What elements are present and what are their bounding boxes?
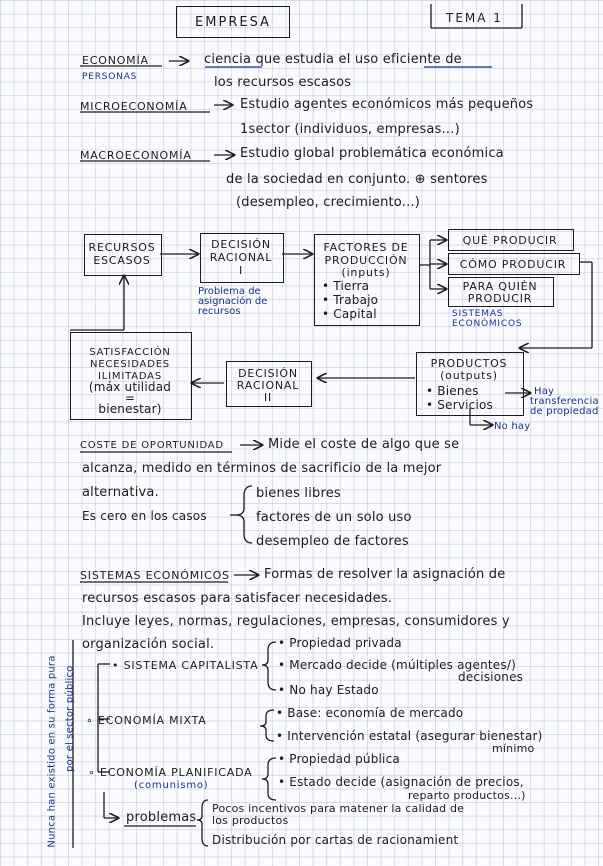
planificada-item-2: • Estado decide (asignación de precios,: [278, 775, 524, 789]
planificada-item-1: • Propiedad pública: [278, 752, 400, 766]
diagram-lines: [70, 4, 593, 848]
decision2-line-1: DECISIÓN: [238, 367, 298, 380]
productos-item-1: • Bienes: [426, 384, 479, 398]
recursos-line-1: RECURSOS: [88, 241, 156, 254]
factores-item-2: • Trabajo: [322, 293, 379, 307]
mixta-label: ∘ ECONOMÍA MIXTA: [86, 714, 207, 727]
productos-line-2: (outputs): [440, 369, 498, 382]
que-label: QUÉ PRODUCIR: [462, 234, 558, 247]
side-note-2: por el sector público: [64, 665, 76, 772]
planificada-item-2b: reparto productos...): [408, 789, 526, 802]
decision2-line-3: II: [263, 391, 273, 404]
satisfaccion-line-3: ILIMITADAS: [98, 371, 162, 382]
decision1-note-2: asignación de: [198, 296, 268, 307]
coste-case-1: bienes libres: [256, 486, 341, 501]
decision2-box: [226, 361, 312, 407]
micro-term: MICROECONOMÍA: [80, 100, 188, 113]
macro-def-1: Estudio global problemática económica: [240, 146, 504, 161]
factores-line-3: (inputs): [341, 266, 391, 279]
capitalista-label: • SISTEMA CAPITALISTA: [112, 659, 259, 672]
hay-note-3: de propiedad: [530, 406, 599, 417]
title-box: [176, 6, 290, 38]
como-label: CÓMO PRODUCIR: [459, 258, 567, 271]
para-quien-box: [448, 277, 554, 307]
macro-def-2: de la sociedad en conjunto. ⊕ sentores: [226, 172, 488, 187]
sistemas-def-3: Incluye leyes, normas, regulaciones, emp…: [82, 614, 510, 629]
factores-line-2: PRODUCCIÓN: [324, 254, 408, 267]
side-note-1: Nunca han existido en su forma pura: [46, 655, 58, 848]
coste-case-3: desempleo de factores: [256, 534, 409, 549]
sistemas-note-1: SISTEMAS: [452, 309, 504, 319]
coste-cero: Es cero en los casos: [82, 509, 207, 523]
factores-box: [314, 234, 420, 326]
page-title: EMPRESA: [195, 15, 271, 30]
capitalista-item-2: • Mercado decide (múltiples agentes/): [278, 658, 516, 672]
problemas-item-1: Pocos incentivos para matener la calidad…: [212, 802, 465, 815]
macro-def-3: (desempleo, crecimiento...): [236, 195, 421, 210]
productos-box: [416, 352, 524, 416]
satisfaccion-line-6: bienestar): [98, 402, 162, 416]
factores-item-1: • Tierra: [322, 279, 370, 293]
mixta-item-1: • Base: economía de mercado: [276, 706, 464, 720]
micro-def-1: Estudio agentes económicos más pequeños: [240, 97, 534, 112]
coste-case-2: factores de un solo uso: [256, 510, 412, 525]
economia-def-1: ciencia que estudia el uso eficiente de: [204, 52, 462, 67]
decision1-note-1: Problema de: [198, 286, 261, 297]
productos-line-1: PRODUCTOS: [430, 357, 508, 370]
satisfaccion-box: [70, 332, 192, 420]
problemas-item-1b: los productos: [212, 814, 289, 827]
decision1-line-1: DECISIÓN: [211, 238, 271, 251]
como-box: [448, 253, 580, 275]
decision1-note-3: recursos: [198, 306, 241, 317]
recursos-line-2: ESCASOS: [93, 254, 151, 267]
economia-term: ECONOMÍA: [82, 54, 149, 67]
sistemas-note-2: ECONÓMICOS: [452, 319, 523, 329]
no-hay-note: No hay: [494, 421, 531, 432]
que-box: [448, 229, 574, 251]
productos-item-2: • Servicios: [426, 398, 493, 412]
sistemas-def-1: Formas de resolver la asignación de: [264, 567, 506, 582]
capitalista-item-2b: decisiones: [458, 670, 524, 684]
decision2-line-2: RACIONAL: [236, 379, 300, 392]
capitalista-item-1: • Propiedad privada: [278, 636, 402, 650]
factores-item-3: • Capital: [322, 307, 377, 321]
planificada-sub: (comunismo): [134, 780, 209, 791]
sistemas-def-2: recursos escasos para satisfacer necesid…: [82, 591, 393, 606]
planificada-label: ∘ ECONOMÍA PLANIFICADA: [88, 766, 253, 779]
economia-def-2: los recursos escasos: [214, 75, 352, 90]
hay-note-1: Hay: [534, 386, 555, 397]
coste-term: COSTE DE OPORTUNIDAD: [80, 440, 224, 451]
decision1-box: [200, 233, 284, 283]
problemas-item-2: Distribución por cartas de racionamient: [212, 833, 459, 847]
coste-def-2: alcanza, medido en términos de sacrifici…: [82, 461, 442, 476]
coste-def-1: Mide el coste de algo que se: [268, 437, 460, 452]
decision1-line-3: I: [238, 264, 244, 277]
satisfaccion-line-5: =: [124, 391, 136, 405]
recursos-box: [84, 234, 162, 276]
problemas-label: problemas: [126, 810, 197, 825]
capitalista-item-3: • No hay Estado: [278, 683, 379, 697]
sistemas-term: SISTEMAS ECONÓMICOS: [80, 569, 230, 582]
mixta-item-2b: mínimo: [492, 742, 535, 755]
mixta-item-2: • Intervención estatal (asegurar bienest…: [276, 729, 543, 743]
factores-line-1: FACTORES DE: [323, 241, 409, 254]
hay-note-2: transferencia: [530, 396, 599, 407]
decision1-line-2: RACIONAL: [209, 251, 273, 264]
tema-label: TEMA 1: [446, 11, 503, 25]
satisfaccion-line-2: NECESIDADES: [90, 359, 170, 370]
para-quien-line-1: PARA QUIÉN: [462, 280, 538, 293]
sistemas-def-4: organización social.: [82, 637, 215, 652]
macro-term: MACROECONOMÍA: [80, 149, 192, 162]
satisfaccion-line-4: (máx utilidad: [88, 380, 172, 394]
satisfaccion-line-1: SATISFACCIÓN: [89, 347, 171, 358]
economia-sub: PERSONAS: [82, 72, 138, 82]
para-quien-line-2: PRODUCIR: [467, 292, 533, 305]
micro-def-2: 1sector (individuos, empresas...): [240, 122, 460, 137]
coste-def-3: alternativa.: [82, 485, 159, 500]
